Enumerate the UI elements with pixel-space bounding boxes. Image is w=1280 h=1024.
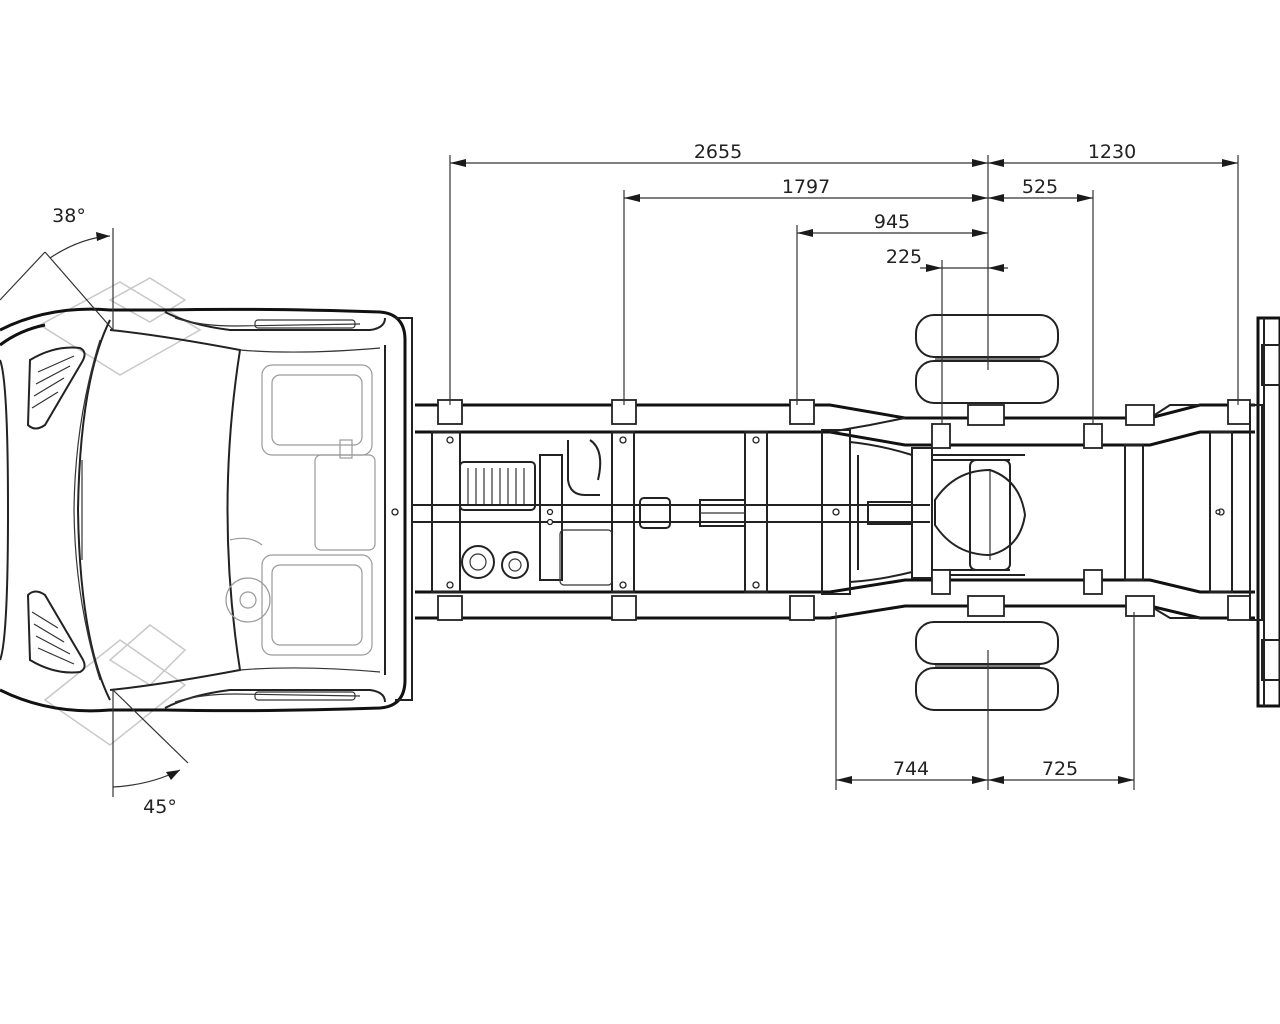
frame-bolts — [391, 436, 1225, 589]
cab-top-view — [0, 277, 413, 746]
dimension-labels: 2655 1230 1797 525 945 225 744 725 38° 4… — [52, 141, 1136, 818]
angle-45: 45° — [143, 796, 177, 818]
driveshaft — [412, 497, 930, 529]
dim-2655: 2655 — [694, 141, 742, 163]
cab-interior — [225, 364, 376, 656]
dim-525: 525 — [1022, 176, 1058, 198]
rear-bumper — [1249, 316, 1280, 708]
dim-225: 225 — [886, 246, 922, 268]
dimension-lines — [0, 155, 1239, 797]
rear-wheel-inner-right — [915, 621, 1059, 665]
left-headlight — [26, 346, 86, 430]
fuel-tank — [459, 454, 563, 581]
chassis-frame — [391, 316, 1280, 708]
rear-differential — [932, 459, 1027, 571]
underbody-components — [461, 529, 613, 586]
dim-1797: 1797 — [782, 176, 830, 198]
dim-744: 744 — [893, 758, 929, 780]
rear-wheel-inner-left — [915, 360, 1059, 404]
frame-brackets — [437, 399, 1251, 621]
dim-725: 725 — [1042, 758, 1078, 780]
right-headlight — [26, 590, 86, 674]
rear-wheels — [915, 314, 1059, 711]
rear-wheel-outer-right — [915, 667, 1059, 711]
dim-1230: 1230 — [1088, 141, 1136, 163]
angle-38: 38° — [52, 205, 86, 227]
dim-945: 945 — [874, 211, 910, 233]
rear-wheel-outer-left — [915, 314, 1059, 358]
